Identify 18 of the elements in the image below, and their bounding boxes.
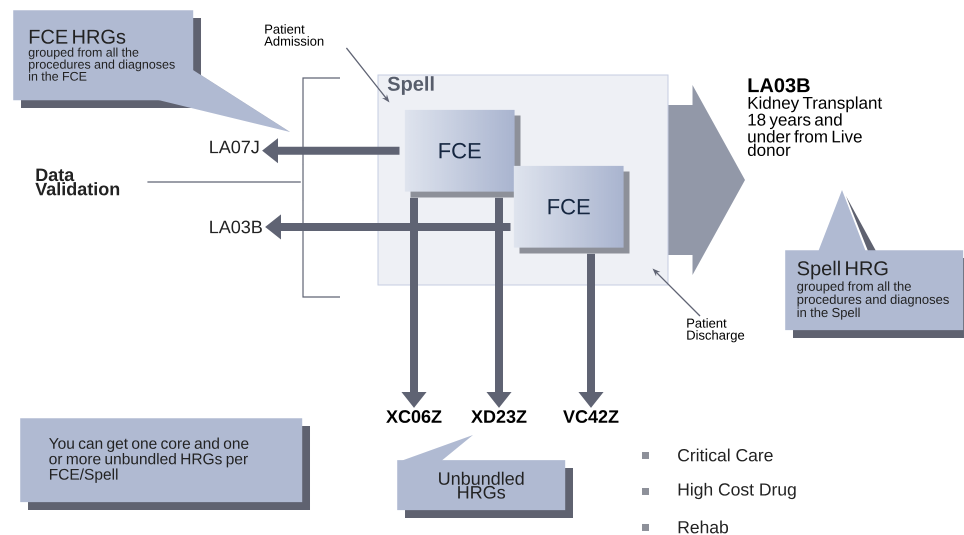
fce-box: FCE: [514, 166, 630, 254]
code-label: XD23Z: [471, 410, 526, 423]
callout-box: Unbundled HRGs: [397, 434, 573, 518]
code-label: XC06Z: [386, 410, 442, 423]
bullet-item: Rehab: [642, 520, 728, 534]
code-label: LA07J: [210, 140, 258, 154]
block-arrow: [668, 85, 745, 275]
bullet-item: High Cost Drug: [642, 482, 796, 500]
result-text: LA03B Kidney Transplant 18 years and under from Live donor: [748, 78, 882, 156]
note-box: You can get one core and one or more unbundled HRGs per FCE/Spell: [20, 418, 310, 510]
fce-box: FCE: [404, 110, 520, 198]
annotation-text: Patient Discharge: [687, 318, 744, 342]
leader-line: [147, 181, 301, 183]
code-label: LA03B: [210, 220, 262, 234]
section-label: Data Validation: [35, 168, 120, 196]
callout-box: Spell HRG grouped from all the procedures and diagnoses in the Spell: [785, 190, 964, 338]
bullet-item: Critical Care: [642, 448, 773, 462]
code-label: VC42Z: [563, 410, 618, 423]
